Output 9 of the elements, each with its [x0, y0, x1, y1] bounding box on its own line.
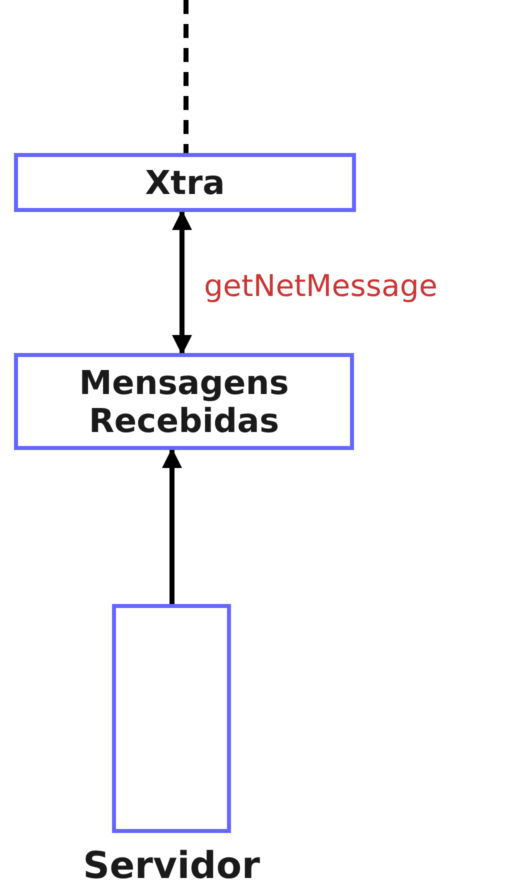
node-label: Servidor [83, 847, 260, 884]
process-box [14, 353, 354, 450]
arrow [162, 448, 182, 604]
process-box [14, 153, 356, 212]
node-label: Xtra [145, 164, 225, 202]
dashed-line [184, 0, 188, 153]
edge-label: getNetMessage [204, 272, 438, 302]
node-label: Mensagens Recebidas [78, 364, 290, 440]
arrow [172, 210, 192, 355]
